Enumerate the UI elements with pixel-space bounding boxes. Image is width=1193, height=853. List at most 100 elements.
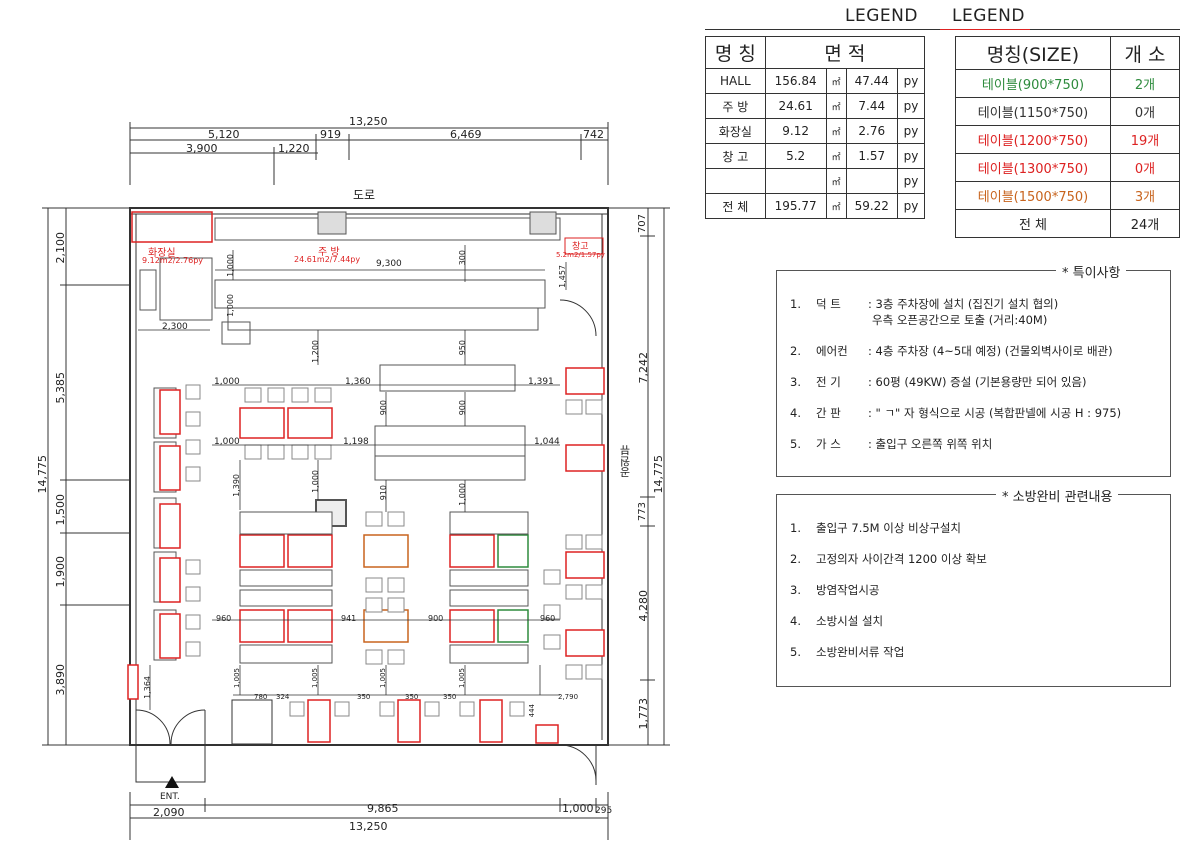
notes-panel-special: [776, 270, 1171, 477]
legend-title-2: LEGEND: [952, 6, 1025, 26]
area-header-name: 명 칭: [705, 36, 766, 69]
dim-inner: 1,000: [458, 483, 467, 506]
dim-right-1: 707: [637, 214, 648, 234]
entrance-arrow-icon: [165, 776, 179, 788]
legend-title-1: LEGEND: [845, 6, 918, 26]
dim-inner: 324: [276, 693, 290, 701]
dim-inner: 1,005: [233, 668, 241, 689]
dim-inner: 1,200: [311, 340, 320, 363]
table-row: 테이블(900*750)2개: [955, 69, 1180, 98]
legend-rule-accent: [940, 29, 1030, 30]
dim-inner: 1,044: [534, 437, 560, 447]
dim-top-4: 742: [583, 128, 604, 141]
list-item: 5.소방완비서류 작업: [790, 645, 905, 659]
dim-top-2: 919: [320, 128, 341, 141]
dim-left-4: 1,900: [54, 556, 67, 588]
dim-inner: 350: [443, 693, 457, 701]
dim-inner: 1,000: [226, 254, 235, 277]
list-item: 5.가 스: 출입구 오른쪽 위쪽 위치: [790, 437, 993, 451]
dim-bottom-2: 9,865: [367, 802, 399, 815]
notes-title-fire: * 소방완비 관련내용: [996, 486, 1119, 505]
area-header-area: 면 적: [764, 36, 926, 69]
dim-inner: 350: [405, 693, 419, 701]
dim-right-2: 7,242: [637, 352, 650, 384]
floor-plan-drawing: [42, 122, 670, 840]
notes-list-fire: 1.출입구 7.5M 이상 비상구설치 2.고정의자 사이간격 1200 이상 …: [790, 520, 1160, 660]
dim-bottom-4: 295: [595, 806, 613, 816]
dim-inner: 960: [540, 614, 556, 623]
dim-right-5: 1,773: [637, 698, 650, 730]
table-row: 테이블(1150*750)0개: [955, 97, 1180, 126]
toilet-area: 9.12m2/2.76py: [142, 256, 204, 265]
dim-right-4: 4,280: [637, 590, 650, 622]
table-row: 테이블(1500*750)3개: [955, 181, 1180, 210]
size-header-count: 개 소: [1110, 36, 1180, 70]
dim-right-3: 773: [637, 502, 648, 522]
dim-inner: 300: [458, 250, 467, 266]
dim-inner: 1,457: [558, 265, 567, 288]
size-table: 명칭(SIZE) 개 소 테이블(900*750)2개 테이블(1150*750…: [955, 36, 1180, 238]
dim-inner: 1,005: [458, 668, 466, 689]
table-row: 테이블(1300*750)0개: [955, 153, 1180, 182]
dim-inner: 1,000: [311, 470, 320, 493]
table-row: 테이블(1200*750)19개: [955, 125, 1180, 154]
notes-list-special: 1.덕 트: 3층 주차장에 설치 (집진기 설치 협의) 우측 오픈공간으로 …: [790, 296, 1165, 452]
dim-inner: 1,000: [214, 437, 240, 447]
dim-left-total: 14,775: [36, 455, 49, 494]
list-item: 2.고정의자 사이간격 1200 이상 확보: [790, 552, 987, 566]
notes-title-special: * 특이사항: [1056, 262, 1127, 281]
dim-inner: 950: [458, 340, 467, 356]
notes-panel-fire: [776, 494, 1171, 687]
list-item-continued: 우측 오픈공간으로 토출 (거리:40M): [872, 313, 1048, 327]
dim-inner: 9,300: [376, 259, 402, 269]
dim-left-3: 1,500: [54, 494, 67, 526]
list-item: 1.출입구 7.5M 이상 비상구설치: [790, 521, 961, 535]
dim-inner: 350: [357, 693, 371, 701]
dim-top-6: 1,220: [278, 142, 310, 155]
dim-inner: 900: [458, 400, 467, 416]
dim-inner: 941: [341, 614, 357, 623]
dim-inner: 1,391: [528, 377, 554, 387]
dim-inner: 1,005: [311, 668, 319, 689]
dim-inner: 2,300: [162, 322, 188, 332]
storage-area: 5.2m2/1.57py: [556, 251, 605, 259]
kitchen-label: 주 방: [318, 247, 340, 258]
dim-inner: 1,000: [214, 377, 240, 387]
list-item: 3.전 기: 60평 (49KW) 증설 (기본용량만 되어 있음): [790, 375, 1087, 389]
dim-bottom-1: 2,090: [153, 806, 185, 819]
dim-inner: 1,360: [345, 377, 371, 387]
dim-bottom-3: 1,000: [562, 802, 594, 815]
dim-left-5: 3,890: [54, 664, 67, 696]
list-item: 3.방염작업시공: [790, 583, 880, 597]
dim-inner: 1,005: [379, 668, 387, 689]
dim-inner: 900: [379, 400, 388, 416]
dim-top-3: 6,469: [450, 128, 482, 141]
dim-inner: 910: [379, 485, 388, 501]
dim-right-total: 14,775: [652, 455, 665, 494]
dim-inner: 780: [254, 693, 268, 701]
dim-top-1: 5,120: [208, 128, 240, 141]
dim-inner: 900: [428, 614, 444, 623]
dim-left-1: 2,100: [54, 232, 67, 264]
list-item: 4.소방시설 설치: [790, 614, 884, 628]
dim-inner: 960: [216, 614, 232, 623]
list-item: 4.간 판: " ㄱ" 자 형식으로 시공 (복합판넬에 시공 H : 975): [790, 406, 1122, 420]
dim-inner: 1,390: [232, 474, 241, 497]
dim-left-2: 5,385: [54, 372, 67, 404]
dim-inner: 1,000: [226, 294, 235, 317]
dim-top-5: 3,900: [186, 142, 218, 155]
dim-inner: 1,364: [143, 676, 152, 699]
dim-top-total: 13,250: [349, 115, 388, 128]
toilet-label: 화장실: [148, 248, 176, 259]
dim-inner: 2,790: [558, 693, 579, 701]
entrance-label: ENT.: [160, 792, 180, 802]
road-label: 도로: [353, 188, 376, 202]
